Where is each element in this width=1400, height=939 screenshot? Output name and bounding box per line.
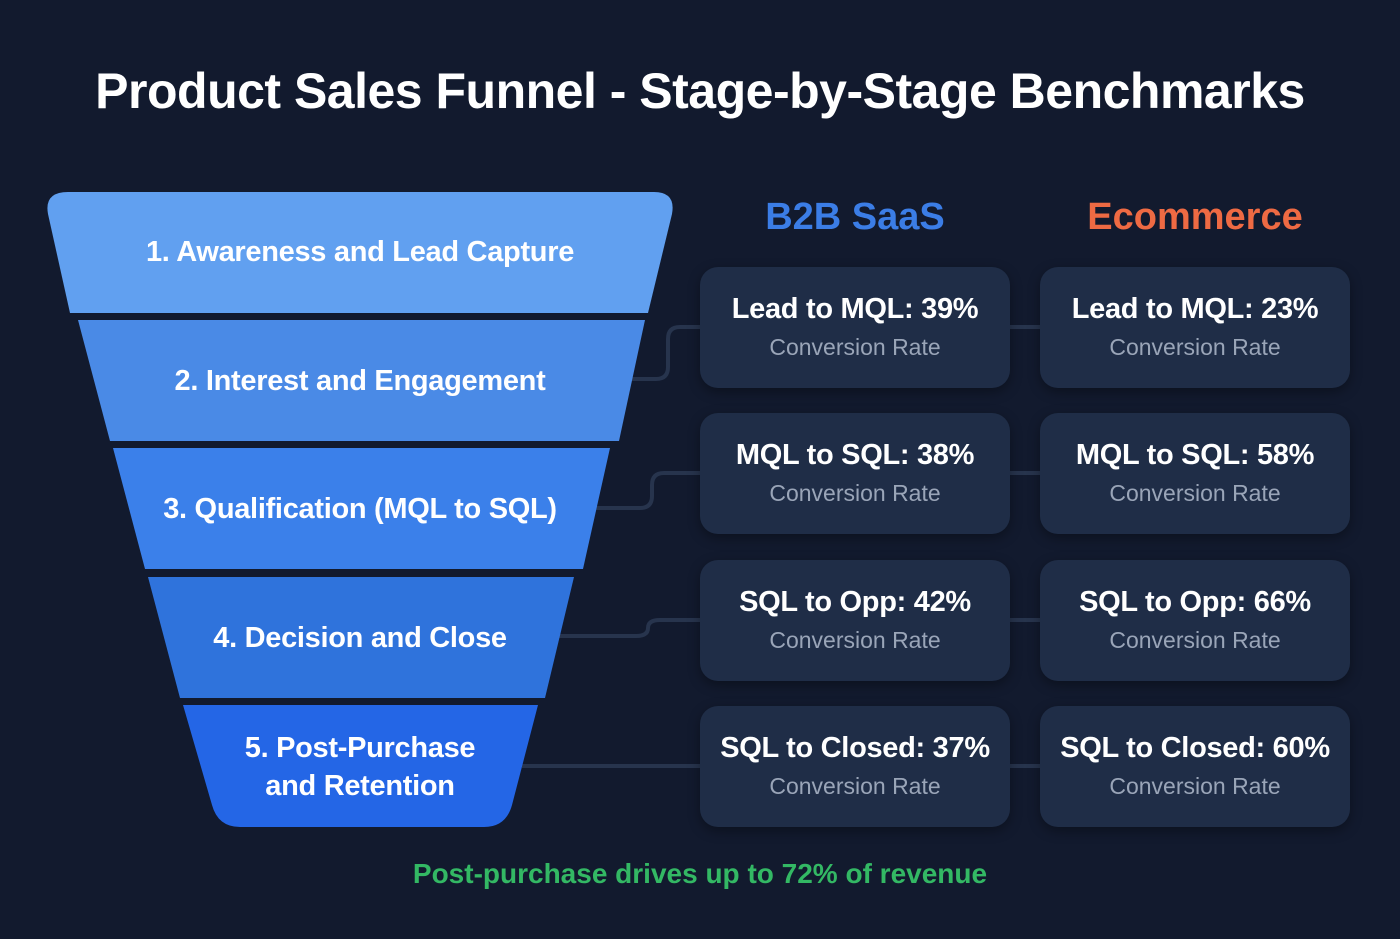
connector-lines [522, 325, 1042, 768]
card-subtitle: Conversion Rate [769, 627, 941, 653]
b2b-saas-heading: B2B SaaS [765, 196, 945, 238]
card-subtitle: Conversion Rate [1109, 627, 1281, 653]
connector-stage3 [596, 471, 702, 510]
funnel-stage-5-label-line2: and Retention [265, 770, 455, 802]
footer-note: Post-purchase drives up to 72% of revenu… [412, 858, 988, 889]
b2b-card-mql-to-sql: MQL to SQL: 38% Conversion Rate [700, 413, 1010, 534]
b2b-card-lead-to-mql: Lead to MQL: 39% Conversion Rate [700, 267, 1010, 388]
funnel-stage-2 [78, 320, 645, 441]
funnel-stage-3-label: 3. Qualification (MQL to SQL) [163, 493, 557, 525]
card-metric: Lead to MQL: 23% [1071, 293, 1319, 325]
card-metric: SQL to Opp: 66% [1079, 586, 1311, 618]
funnel-stage-4-label: 4. Decision and Close [213, 622, 507, 654]
card-subtitle: Conversion Rate [769, 773, 941, 799]
card-subtitle: Conversion Rate [1109, 334, 1281, 360]
card-metric: SQL to Closed: 60% [1060, 732, 1330, 764]
ecommerce-card-sql-to-closed: SQL to Closed: 60% Conversion Rate [1040, 706, 1350, 827]
b2b-card-sql-to-opp: SQL to Opp: 42% Conversion Rate [700, 560, 1010, 681]
funnel-stage-1-label: 1. Awareness and Lead Capture [145, 236, 575, 268]
ecommerce-card-sql-to-opp: SQL to Opp: 66% Conversion Rate [1040, 560, 1350, 681]
funnel-stage-1 [47, 192, 673, 313]
funnel-stage-5 [183, 705, 538, 827]
card-metric: SQL to Opp: 42% [739, 586, 971, 618]
funnel-stage-3 [113, 448, 610, 569]
card-subtitle: Conversion Rate [769, 334, 941, 360]
ecommerce-heading: Ecommerce [1087, 196, 1303, 238]
card-subtitle: Conversion Rate [769, 480, 941, 506]
card-metric: MQL to SQL: 38% [735, 439, 975, 471]
card-subtitle: Conversion Rate [1109, 480, 1281, 506]
ecommerce-card-mql-to-sql: MQL to SQL: 58% Conversion Rate [1040, 413, 1350, 534]
funnel-stage-2-label: 2. Interest and Engagement [174, 365, 546, 397]
card-subtitle: Conversion Rate [1109, 773, 1281, 799]
connector-stage2 [628, 325, 702, 381]
ecommerce-card-lead-to-mql: Lead to MQL: 23% Conversion Rate [1040, 267, 1350, 388]
funnel-stage-5-label: 5. Post-Purchase and Retention [60, 729, 660, 805]
funnel-stage-5-label-line1: 5. Post-Purchase [244, 732, 476, 764]
funnel-stage-4 [148, 577, 574, 698]
connector-stage4 [558, 618, 702, 638]
page-title: Product Sales Funnel - Stage-by-Stage Be… [95, 63, 1305, 119]
card-metric: Lead to MQL: 39% [731, 293, 979, 325]
b2b-card-sql-to-closed: SQL to Closed: 37% Conversion Rate [700, 706, 1010, 827]
card-metric: SQL to Closed: 37% [720, 732, 990, 764]
card-metric: MQL to SQL: 58% [1075, 439, 1315, 471]
